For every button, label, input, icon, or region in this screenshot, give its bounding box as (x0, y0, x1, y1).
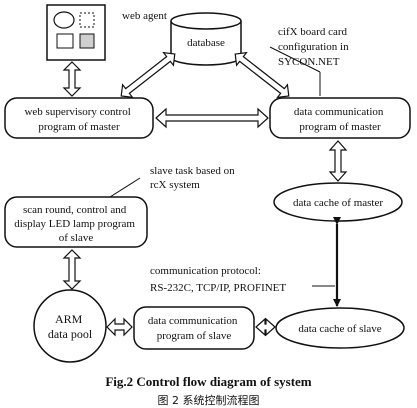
arm-pool-node (33, 289, 107, 363)
web-agent-label: web agent (122, 10, 167, 22)
comm-protocol-line-1: communication protocol: (150, 265, 261, 277)
figure-caption-cn: 图 2 系统控制流程图 (157, 394, 260, 407)
scan-round-line-3: of slave (59, 232, 94, 244)
data-cache-master-label: data cache of master (293, 197, 383, 209)
slave-task-note: slave task based on rcX system (150, 165, 237, 191)
scan-round-label: scan round, control and display LED lamp… (14, 204, 137, 244)
arrow-arm-comm-slave (106, 317, 133, 337)
web-supervisory-label: web supervisory control program of maste… (24, 106, 133, 133)
scan-round-line-1: scan round, control and (23, 204, 127, 216)
arrow-database-supervisory (120, 51, 176, 99)
web-supervisory-line-1: web supervisory control (24, 106, 130, 118)
comm-protocol-note: communication protocol: RS-232C, TCP/IP,… (150, 265, 286, 294)
slave-task-line-2: rcX system (150, 179, 200, 191)
data-comm-master-label: data communication program of master (294, 106, 386, 133)
data-comm-slave-label: data communication program of slave (148, 315, 240, 342)
web-supervisory-line-2: program of master (38, 121, 120, 133)
arrow-database-comm-master (234, 51, 290, 99)
arrow-webagent-supervisory (62, 61, 82, 97)
comm-protocol-line-2: RS-232C, TCP/IP, PROFINET (150, 282, 286, 294)
data-comm-slave-box (133, 306, 255, 350)
data-comm-slave-line-1: data communication (148, 315, 238, 327)
sycon-note: cifX board card configuration in SYCON.N… (278, 26, 351, 68)
scan-round-box (4, 196, 148, 248)
arrow-comm-slave-cache-slave (255, 317, 276, 337)
arrow-comm-master-cache-master (328, 140, 348, 182)
web-supervisory-box (4, 97, 154, 139)
arm-pool-label: ARM data pool (48, 312, 93, 341)
arrow-supervisory-comm-master (155, 107, 269, 129)
sycon-note-line-2: configuration in (278, 41, 349, 53)
data-comm-master-line-2: program of master (299, 121, 381, 133)
sycon-note-line-1: cifX board card (278, 26, 348, 38)
data-cache-slave-label: data cache of slave (298, 323, 381, 335)
data-comm-master-line-1: data communication (294, 106, 384, 118)
arm-pool-line-1: ARM (55, 312, 83, 326)
data-comm-master-box (269, 97, 411, 139)
arrow-scan-arm (62, 249, 82, 290)
data-comm-slave-line-2: program of slave (157, 330, 232, 342)
slave-task-line-1: slave task based on (150, 165, 235, 177)
database-label: database (187, 37, 225, 49)
data-cache-slave-node (275, 307, 405, 349)
scan-round-line-2: display LED lamp program (14, 218, 135, 230)
arm-pool-line-2: data pool (48, 327, 93, 341)
figure-caption-en: Fig.2 Control flow diagram of system (105, 374, 312, 389)
web-agent-icon (46, 4, 106, 61)
database-node (170, 12, 242, 66)
